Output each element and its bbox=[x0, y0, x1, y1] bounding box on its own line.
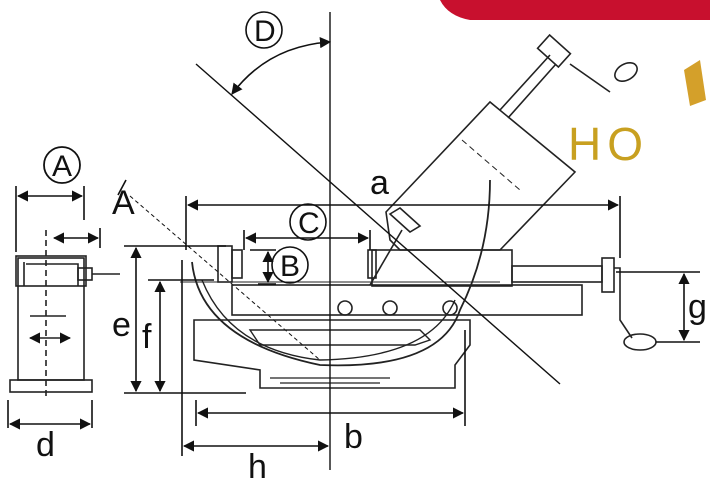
dim-g bbox=[616, 271, 700, 343]
dim-h bbox=[181, 260, 330, 456]
dim-A bbox=[15, 186, 101, 252]
label-A-circle: A bbox=[52, 150, 72, 183]
label-e: e bbox=[112, 306, 131, 344]
logo-text: HO bbox=[568, 118, 649, 170]
label-a: a bbox=[370, 164, 389, 202]
dim-e bbox=[124, 245, 246, 394]
circle-A: A bbox=[43, 146, 81, 184]
label-D-circle: D bbox=[254, 15, 276, 48]
label-B-circle: B bbox=[280, 250, 300, 283]
dim-D bbox=[231, 11, 332, 95]
dim-B bbox=[250, 246, 309, 285]
brand-logo: HO bbox=[440, 0, 710, 170]
label-f: f bbox=[142, 318, 152, 356]
dim-b bbox=[195, 330, 466, 426]
dim-C bbox=[243, 203, 371, 250]
section-A-marker bbox=[117, 179, 321, 361]
dim-a bbox=[185, 196, 621, 258]
tilt-arm bbox=[369, 33, 638, 286]
logo-mark-icon bbox=[684, 60, 706, 106]
side-view bbox=[9, 230, 120, 400]
reference-lines bbox=[195, 12, 561, 470]
label-b: b bbox=[344, 418, 363, 456]
banner-shape bbox=[440, 0, 710, 20]
dim-d bbox=[7, 400, 93, 430]
label-C-circle: C bbox=[298, 207, 320, 240]
label-A-section: A bbox=[112, 184, 135, 222]
label-h: h bbox=[248, 448, 267, 482]
label-d: d bbox=[36, 426, 55, 464]
label-g: g bbox=[688, 288, 707, 326]
dim-f bbox=[148, 279, 214, 393]
vise-body bbox=[180, 179, 657, 389]
